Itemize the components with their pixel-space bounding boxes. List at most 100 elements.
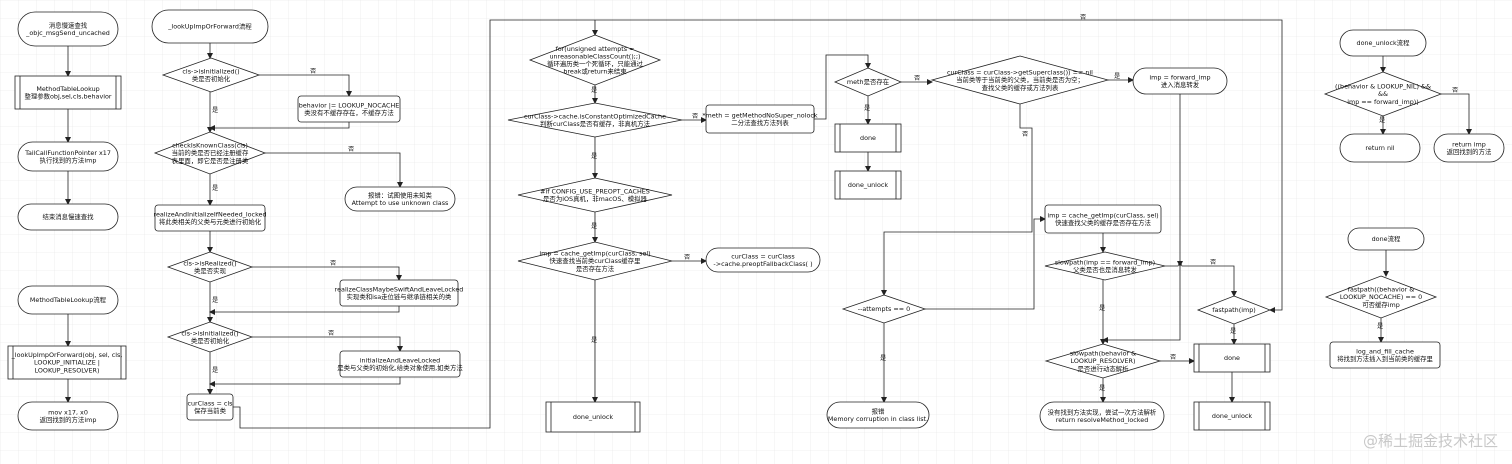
connector-26: [814, 54, 871, 120]
node-c-realized[interactable]: cls->isRealized()类是否实现: [166, 251, 254, 283]
node-f-resolver[interactable]: slowpath(behavior &LOOKUP_RESOLVER)是否进行动…: [1044, 343, 1162, 379]
watermark: @稀土掘金技术社区: [1363, 432, 1498, 450]
node-a-mtl[interactable]: MethodTableLookup整理参数obj,sel,cls,behavio…: [14, 75, 122, 110]
node-b-start[interactable]: MethodTableLookup流程: [17, 285, 119, 315]
node-i-cond[interactable]: fastpath((behavior &LOOKUP_NOCACHE) == 0…: [1324, 275, 1438, 319]
node-text: for(unsigned attempts =: [556, 45, 635, 53]
node-text: 是否进行动态解析: [1077, 364, 1129, 373]
node-text: 返回找到的方法: [1447, 147, 1492, 156]
connector-9: [265, 152, 403, 188]
edge-label-yes: 是: [1114, 73, 1120, 80]
node-e-done-unlock[interactable]: done_unlock: [834, 170, 902, 200]
node-shape: [1196, 295, 1272, 325]
node-text: 整理参数obj,sel,cls,behavior: [24, 92, 111, 101]
node-f-getimp[interactable]: imp = cache_getImp(curClass, sel)快速查找父类的…: [1044, 204, 1162, 234]
node-h-nil[interactable]: return nil: [1339, 133, 1421, 163]
node-text: _lookUpImpOrForward流程: [167, 22, 252, 31]
node-text: curClass = curClass: [731, 252, 795, 260]
node-e-super[interactable]: curClass = curClass->getSuperclass()) ==…: [930, 55, 1110, 105]
node-text: 将此类相关的父类与元类进行初始化: [159, 217, 262, 226]
connector-12: [252, 266, 402, 281]
node-c-swift[interactable]: realizeClassMaybeSwiftAndLeaveLocked实现类和…: [335, 279, 464, 307]
node-a-start[interactable]: 消息慢速查找_objc_msgSend_uncached: [17, 11, 119, 47]
node-c-start[interactable]: _lookUpImpOrForward流程: [151, 9, 269, 44]
node-a-end[interactable]: 结束消息慢速查找: [17, 203, 119, 231]
node-text: 类是否初始化: [192, 74, 231, 83]
node-text: cls->isInitialized(): [181, 329, 238, 337]
edge-label-yes: 是: [212, 367, 218, 374]
node-text: realizeAndInitializeIfNeeded_locked: [153, 210, 266, 218]
node-d-preopt[interactable]: #if CONFIG_USE_PREOPT_CACHES是否为iOS真机，非ma…: [517, 177, 673, 213]
node-shape: [297, 95, 401, 123]
node-text: behavior |= LOOKUP_NOCACHE: [299, 101, 400, 109]
node-c-realize[interactable]: realizeAndInitializeIfNeeded_locked将此类相关…: [153, 204, 267, 232]
node-shape: [17, 11, 119, 47]
node-f-slow1[interactable]: slowpath(imp == forward_imp)父类是否也是消息转发: [1044, 251, 1166, 281]
node-text: 当前的类是否已经注册缓存: [172, 148, 249, 157]
node-text: done_unlock: [848, 181, 888, 189]
node-d-opt[interactable]: curClass->cache.isConstantOptimizedCache…: [507, 102, 683, 138]
node-shape: [834, 123, 902, 153]
edges: 否是否是否是否是否是否是是否是是否是否是否是否是是是否是: [65, 14, 1472, 429]
node-text: done: [1224, 354, 1240, 362]
node-shape: [166, 321, 254, 353]
edge-label-no: 否: [684, 254, 690, 261]
edge-label-no: 否: [348, 146, 354, 153]
node-e-attempts[interactable]: --attempts == 0: [841, 294, 927, 324]
node-g-done[interactable]: done: [1193, 343, 1271, 373]
edge-label-yes: 是: [1379, 117, 1385, 124]
node-c-init2[interactable]: cls->isInitialized()类是否初始化: [166, 321, 254, 353]
node-e-done[interactable]: done: [834, 123, 902, 153]
edge-label-no: 否: [1022, 131, 1028, 138]
node-shape: [1193, 401, 1271, 431]
node-text: fastpath((behavior &: [1348, 286, 1415, 294]
node-text: 查找父类的缓存或方法列表: [982, 83, 1059, 92]
node-e-meth[interactable]: meth是否存在: [833, 67, 903, 97]
node-text: 是类与父类的初始化,给类对象使用,如类方法: [337, 363, 463, 372]
node-h-cond[interactable]: ((behavior & LOOKUP_NIL) &&&&imp == forw…: [1323, 71, 1443, 117]
node-c-known[interactable]: checkIsKnownClass(cls)当前的类是否已经注册缓存表里面，即它…: [153, 131, 267, 175]
node-text: imp = cache_getImp(curClass, sel): [539, 250, 650, 258]
node-c-initleave[interactable]: initializeAndLeaveLocked是类与父类的初始化,给类对象使用…: [337, 350, 463, 378]
node-text: 类没有不缓存存在，不缓存方法: [304, 108, 394, 117]
edge-label-yes: 是: [1377, 323, 1383, 330]
edge-label-yes: 是: [212, 297, 218, 304]
node-g-done-unlock[interactable]: done_unlock: [1193, 401, 1271, 431]
node-text: 消息慢速查找: [49, 20, 88, 29]
node-i-start[interactable]: done流程: [1347, 227, 1425, 251]
edge-label-yes: 是: [880, 355, 886, 362]
edge-label-no: 否: [914, 75, 920, 82]
node-text: --attempts == 0: [858, 305, 910, 313]
node-text: 没有找到方法实现，尝试一次方法解析: [1048, 407, 1157, 416]
node-b-call[interactable]: _lookUpImpOrForward(obj, sel, cls,LOOKUP…: [7, 345, 127, 380]
node-d-fallback[interactable]: curClass = curClass->cache.preoptFallbac…: [705, 247, 821, 273]
node-text: log_and_fill_cache: [1356, 347, 1414, 355]
node-d-cacheimp[interactable]: imp = cache_getImp(curClass, sel)快速查找当前类…: [517, 241, 673, 281]
node-c-init1[interactable]: cls->isInitialized()类是否初始化: [161, 57, 261, 93]
node-shape: [1039, 401, 1165, 431]
edge-label-yes: 是: [212, 107, 218, 114]
node-h-start[interactable]: done_unlock流程: [1339, 29, 1427, 57]
node-text: done_unlock流程: [1357, 38, 1411, 47]
node-d-for[interactable]: for(unsigned attempts =unreasonableClass…: [528, 34, 662, 86]
node-text: curClass = cls: [187, 399, 233, 407]
node-text: 报错: [872, 406, 885, 415]
node-shape: [17, 203, 119, 231]
node-text: 类是否初始化: [191, 336, 230, 345]
connector-31: [881, 104, 1033, 296]
node-d-done-unlock[interactable]: done_unlock: [545, 401, 641, 433]
node-g-fast[interactable]: fastpath(imp): [1196, 295, 1272, 325]
node-text: 二分法查找方法列表: [731, 118, 789, 127]
node-shape: [528, 34, 662, 86]
